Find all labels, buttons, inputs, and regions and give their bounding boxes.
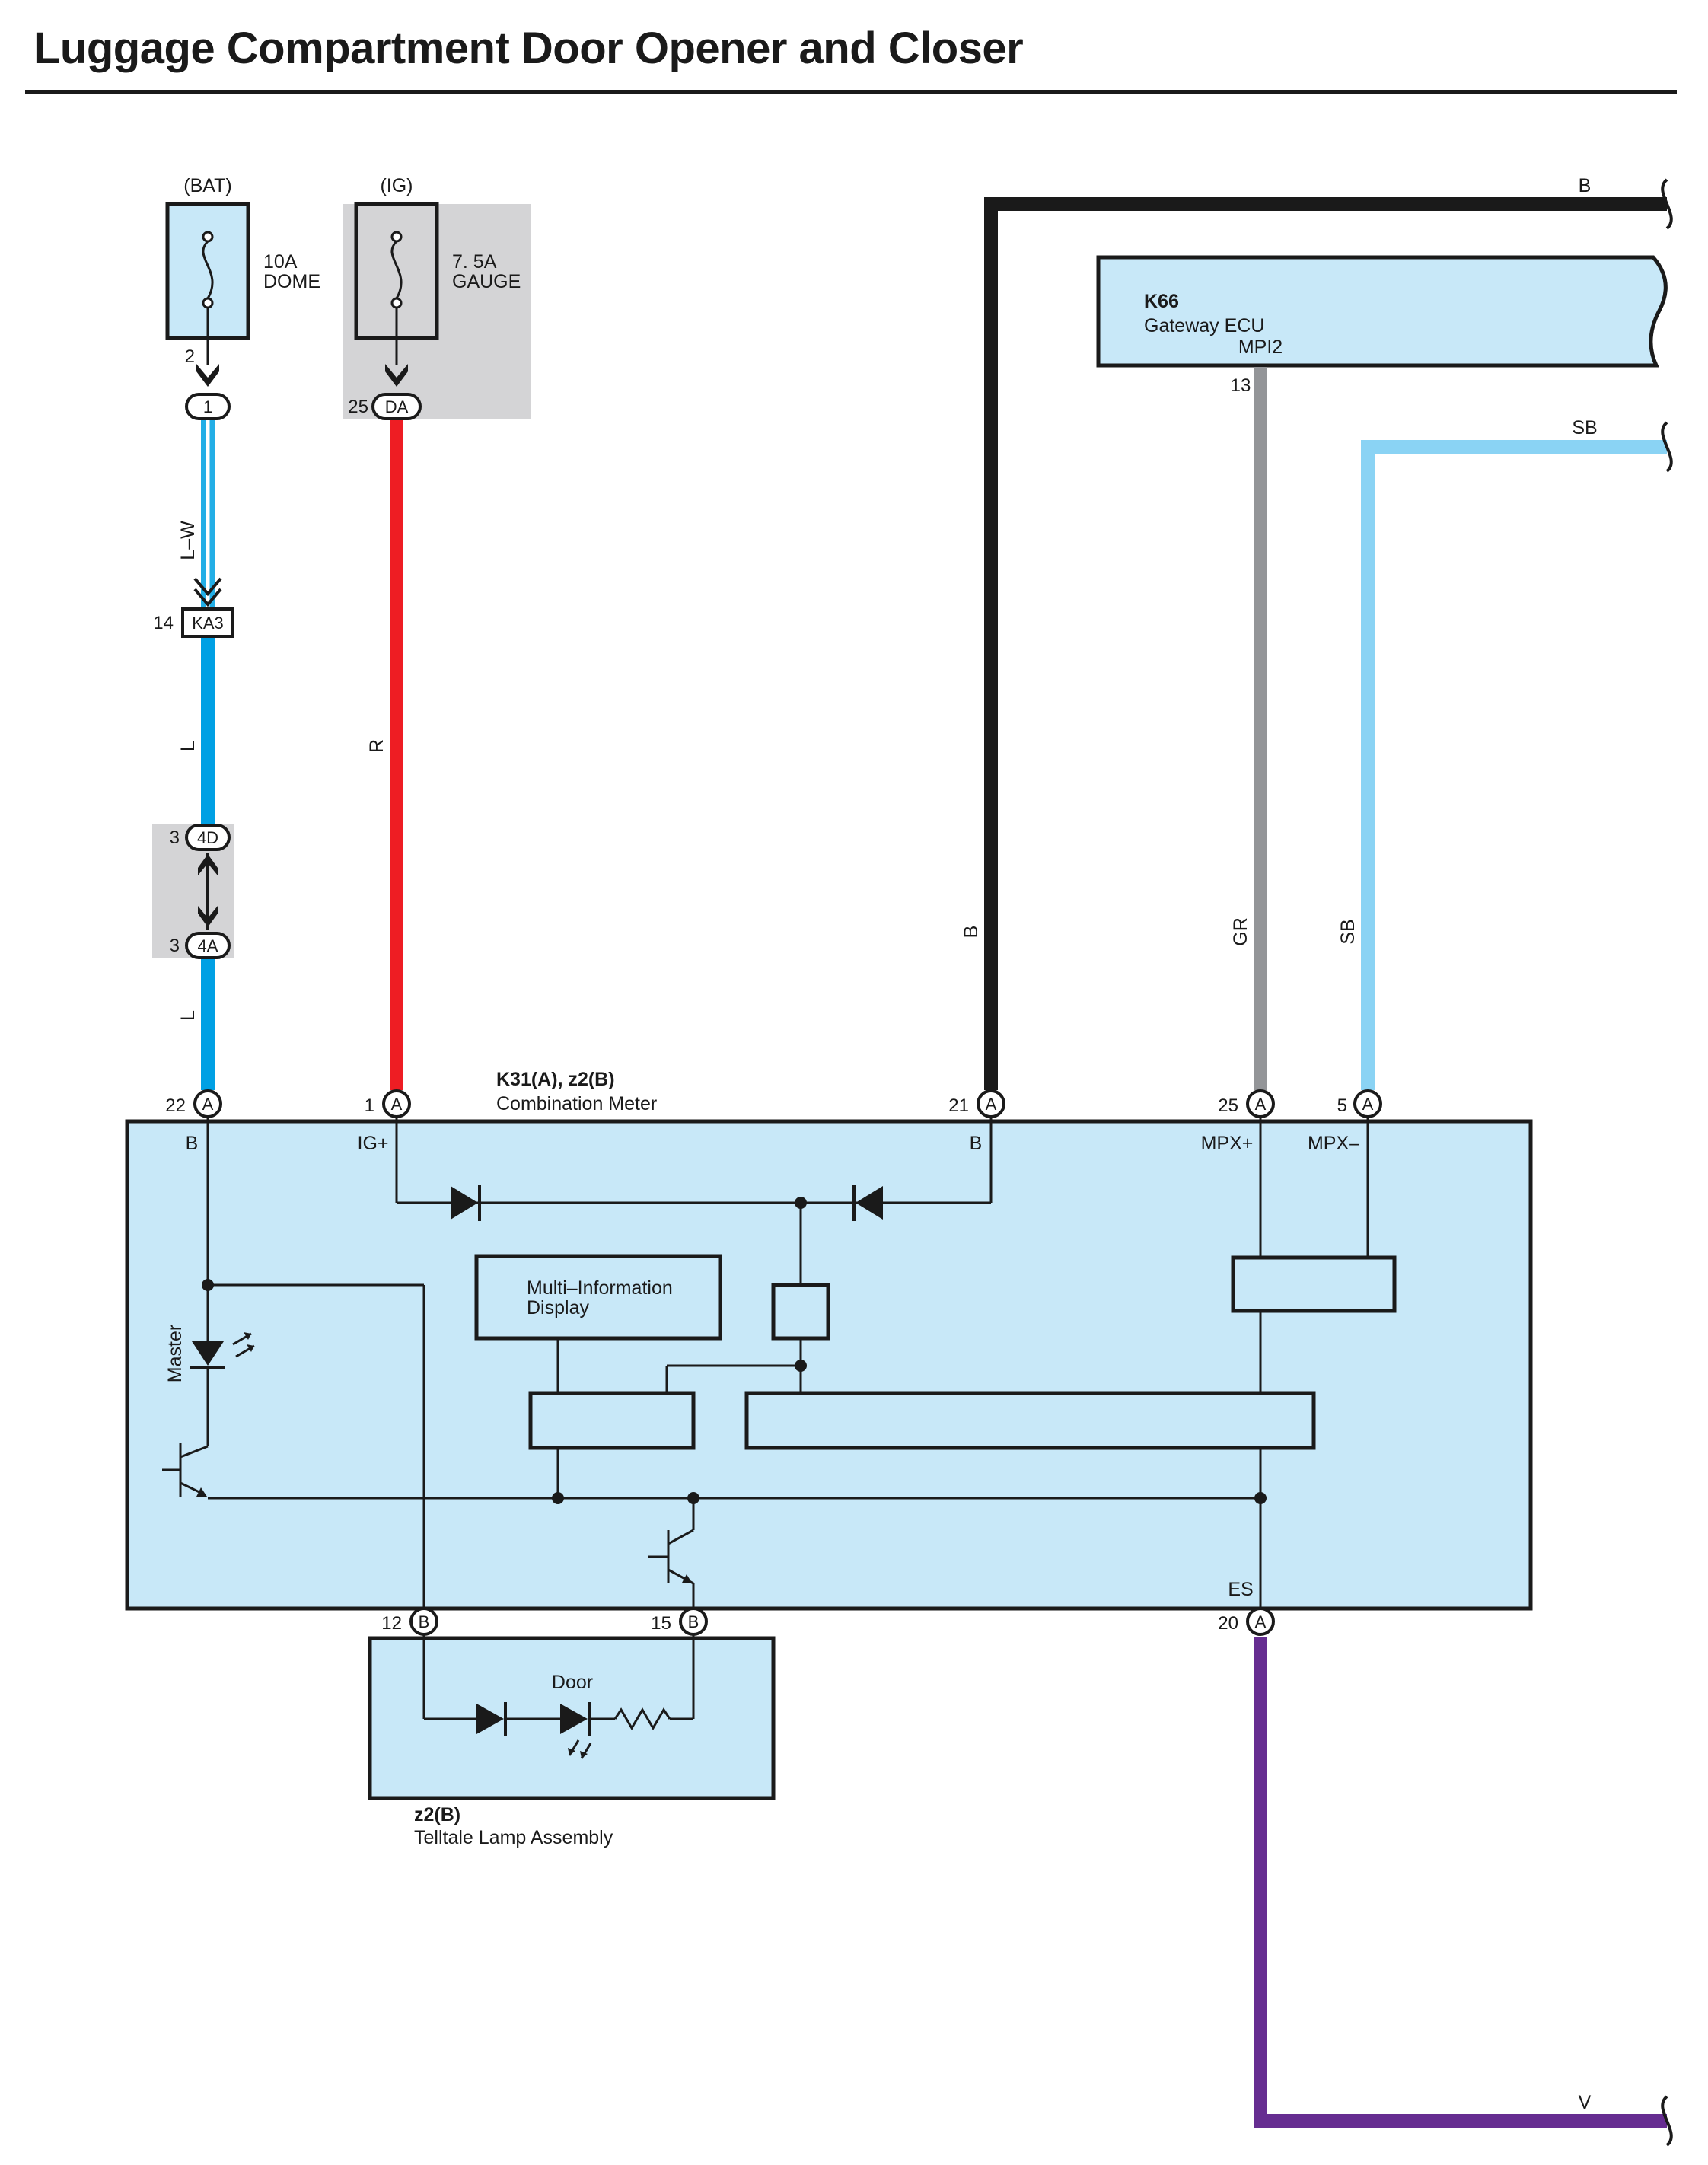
wire-lw-label: L–W [177, 521, 199, 560]
connector-4a-pin: 3 [170, 936, 180, 956]
connector-4a-arrow [198, 906, 218, 927]
dome-pin-label: 2 [185, 346, 195, 367]
junction-dots [202, 1197, 1267, 1504]
gateway-ecu-box [1096, 255, 1668, 368]
meter-pin-22-conn: A [202, 1095, 214, 1114]
wire-gr-label: GR [1230, 917, 1251, 946]
mpx-interface-block [1231, 1255, 1397, 1313]
wire-sb-end-label: SB [1572, 417, 1597, 438]
transistor-door [648, 1529, 694, 1585]
gauge-fuse-name: GAUGE [452, 271, 521, 292]
wire-l-lower-label: L [177, 1010, 199, 1021]
diode-b [852, 1185, 883, 1221]
meter-pin-1-conn: A [391, 1095, 403, 1114]
connector-arrow-dome [196, 364, 219, 387]
connector-arrow-gauge [385, 364, 408, 387]
connector-arrow-ka3 [193, 577, 222, 607]
fuse-dome [165, 202, 250, 340]
meter-pin-25-conn: A [1255, 1095, 1267, 1114]
connector-1-code: 1 [203, 397, 212, 416]
mid-label-line1: Multi–Information [527, 1277, 673, 1299]
dome-fuse-amp: 10A [263, 251, 298, 273]
wire-v-end-label: V [1579, 2092, 1592, 2113]
connector-1 [185, 393, 231, 420]
wire-sb-label: SB [1337, 919, 1359, 944]
wire-v [1254, 1637, 1667, 2128]
connector-ka3 [181, 607, 234, 638]
meter-pin-21-terminal: B [970, 1133, 983, 1154]
connector-4d [185, 824, 231, 851]
telltale-name: Telltale Lamp Assembly [414, 1827, 613, 1848]
connector-4d-pin: 3 [170, 827, 180, 848]
meter-pin-12-number: 12 [381, 1613, 402, 1634]
meter-pin-5-conn: A [1362, 1095, 1374, 1114]
ig-source-label: (IG) [380, 175, 413, 196]
meter-pin-22-number: 22 [165, 1095, 186, 1116]
meter-pin-25-terminal: MPX+ [1201, 1133, 1254, 1154]
meter-pin-15-conn: B [688, 1612, 699, 1631]
connector-4a [185, 932, 231, 959]
meter-pin-21-number: 21 [948, 1095, 969, 1116]
wire-b-label: B [961, 926, 982, 939]
wire-b-end-label: B [1579, 175, 1592, 196]
connector-da-pin: 25 [348, 397, 368, 417]
meter-pin-20-number: 20 [1218, 1613, 1238, 1634]
gateway-ecu-pin: 13 [1231, 375, 1251, 396]
cpu-block [744, 1391, 1316, 1450]
master-indicator-led [190, 1332, 255, 1446]
combination-meter-box [125, 1119, 1533, 1611]
meter-pin-5-number: 5 [1337, 1095, 1347, 1116]
meter-pin-20-conn: A [1255, 1612, 1267, 1631]
meter-pin-12-conn: B [419, 1612, 430, 1631]
meter-pin-22-terminal: B [186, 1133, 199, 1154]
gateway-ecu-code: K66 [1144, 291, 1179, 312]
wire-l-upper-label: L [177, 741, 199, 751]
wire-break-b [1661, 178, 1673, 230]
connector-ka3-code: KA3 [192, 614, 224, 633]
connector-4d-arrow [198, 854, 218, 875]
door-led [560, 1702, 592, 1759]
wire-sb [1361, 440, 1667, 1090]
title-rule [25, 90, 1677, 94]
dome-fuse-name: DOME [263, 271, 320, 292]
meter-pin-5-terminal: MPX– [1308, 1133, 1359, 1154]
meter-pin-1-terminal: IG+ [358, 1133, 389, 1154]
bat-source-label: (BAT) [183, 175, 231, 196]
telltale-circuit [422, 1634, 695, 1730]
connector-4d-code: 4D [197, 828, 218, 847]
page-title: Luggage Compartment Door Opener and Clos… [33, 24, 1024, 73]
mid-label-line2: Display [527, 1297, 589, 1318]
connector-da [371, 393, 422, 420]
connector-ka3-pin: 14 [153, 613, 174, 633]
master-label: Master [164, 1325, 186, 1382]
display-driver-block [528, 1391, 696, 1450]
meter-pin-21-conn: A [986, 1095, 997, 1114]
wire-break-v [1661, 2095, 1673, 2147]
telltale-code: z2(B) [414, 1804, 460, 1825]
door-label: Door [552, 1672, 593, 1693]
meter-pin-20-terminal: ES [1228, 1579, 1253, 1600]
wire-break-sb [1661, 421, 1673, 473]
meter-pin-25-number: 25 [1218, 1095, 1238, 1116]
telltale-diode [476, 1702, 507, 1736]
gateway-ecu-terminal: MPI2 [1238, 336, 1283, 358]
gateway-ecu-name: Gateway ECU [1144, 315, 1264, 336]
transistor-master [162, 1443, 209, 1497]
connector-da-code: DA [385, 397, 409, 416]
connector-4a-code: 4A [198, 936, 218, 955]
relay-block [771, 1283, 830, 1341]
wire-b [984, 197, 1667, 1090]
meter-name: Combination Meter [496, 1093, 657, 1114]
meter-internal-circuit [206, 1117, 1369, 1609]
wire-r-label: R [366, 739, 387, 753]
gauge-fuse-amp: 7. 5A [452, 251, 497, 273]
meter-pin-1-number: 1 [365, 1095, 374, 1116]
diode-ig [451, 1185, 481, 1221]
meter-pin-15-number: 15 [651, 1613, 671, 1634]
meter-code: K31(A), z2(B) [496, 1069, 615, 1090]
multi-information-display [474, 1254, 722, 1341]
